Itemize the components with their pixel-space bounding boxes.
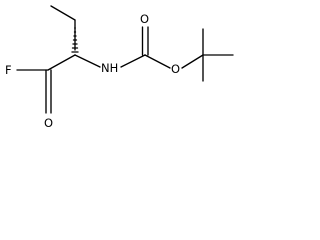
atom-label-carbamate-oxygen: O xyxy=(140,12,149,26)
atom-label-amine: NH xyxy=(101,61,118,75)
chemical-structure-diagram: F O NH O O xyxy=(5,5,234,130)
atom-label-acyl-oxygen: O xyxy=(44,116,53,130)
atom-label-fluorine: F xyxy=(5,63,12,77)
bond-nh-to-carbamate-c xyxy=(120,54,146,68)
bond-ethyl-terminal xyxy=(50,5,76,21)
bond-ester-o-tbutyl xyxy=(181,54,204,69)
bond-chiral-to-acyl-carbon xyxy=(47,54,76,71)
bond-chiral-to-nh xyxy=(74,54,101,68)
atom-label-ester-oxygen: O xyxy=(171,62,180,76)
stereo-hash-wedge xyxy=(71,27,79,53)
bond-carbamate-c-o-ester xyxy=(144,54,171,69)
